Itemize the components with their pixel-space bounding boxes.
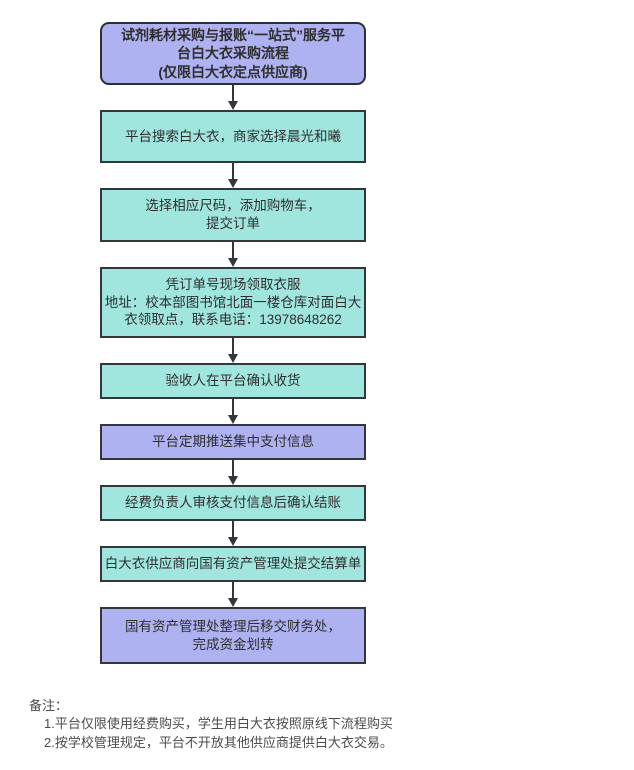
footnote-item: 2.按学校管理规定，平台不开放其他供应商提供白大衣交易。	[44, 734, 393, 750]
arrow-line	[232, 85, 234, 101]
flow-node-line: 完成资金划转	[192, 636, 274, 652]
flow-arrow-down	[100, 242, 366, 267]
arrow-head-icon	[228, 258, 238, 267]
flow-node-confirm-receipt: 验收人在平台确认收货	[100, 363, 366, 399]
flow-node-line: 衣领取点，联系电话：13978648262	[124, 312, 342, 328]
flow-arrow-down	[100, 521, 366, 546]
flow-node-title: 试剂耗材采购与报账“一站式”服务平 台白大衣采购流程 (仅限白大衣定点供应商)	[100, 22, 366, 85]
flow-node-line: 选择相应尺码，添加购物车，	[145, 198, 321, 214]
flow-node-select-size: 选择相应尺码，添加购物车， 提交订单	[100, 188, 366, 242]
flow-node-review-settle: 经费负责人审核支付信息后确认结账	[100, 485, 366, 521]
arrow-line	[232, 338, 234, 354]
flow-node-line: 白大衣供应商向国有资产管理处提交结算单	[104, 556, 362, 572]
flow-arrow-down	[100, 582, 366, 607]
arrow-head-icon	[228, 101, 238, 110]
arrow-head-icon	[228, 179, 238, 188]
flow-node-line: 验收人在平台确认收货	[165, 373, 301, 389]
arrow-line	[232, 521, 234, 537]
flow-node-line: 凭订单号现场领取衣服	[165, 276, 301, 292]
flow-node-line: 平台搜索白大衣，商家选择晨光和曦	[125, 128, 341, 144]
arrow-line	[232, 460, 234, 476]
flow-arrow-down	[100, 460, 366, 485]
footnotes: 备注： 1.平台仅限使用经费购买，学生用白大衣按照原线下流程购买 2.按学校管理…	[29, 697, 393, 752]
flow-node-line: 国有资产管理处整理后移交财务处，	[125, 618, 341, 634]
flow-arrow-down	[100, 85, 366, 110]
flow-node-title-line: (仅限白大衣定点供应商)	[158, 63, 308, 80]
flow-node-line: 经费负责人审核支付信息后确认结账	[125, 495, 341, 511]
flow-node-title-line: 台白大衣采购流程	[177, 45, 289, 62]
flow-node-line: 平台定期推送集中支付信息	[152, 434, 314, 450]
flow-node-pickup: 凭订单号现场领取衣服 地址：校本部图书馆北面一楼仓库对面白大 衣领取点，联系电话…	[100, 267, 366, 338]
arrow-head-icon	[228, 476, 238, 485]
footnote-title: 备注：	[29, 698, 69, 713]
flow-arrow-down	[100, 399, 366, 424]
flowchart: 试剂耗材采购与报账“一站式”服务平 台白大衣采购流程 (仅限白大衣定点供应商) …	[100, 22, 366, 664]
arrow-line	[232, 163, 234, 179]
flow-node-title-line: 试剂耗材采购与报账“一站式”服务平	[121, 26, 345, 43]
arrow-line	[232, 242, 234, 258]
footnote-items: 1.平台仅限使用经费购买，学生用白大衣按照原线下流程购买 2.按学校管理规定，平…	[29, 715, 393, 752]
arrow-head-icon	[228, 537, 238, 546]
flow-arrow-down	[100, 338, 366, 363]
arrow-head-icon	[228, 354, 238, 363]
arrow-head-icon	[228, 598, 238, 607]
arrow-line	[232, 399, 234, 415]
arrow-line	[232, 582, 234, 598]
flow-node-line: 提交订单	[206, 216, 260, 231]
flow-node-submit-statement: 白大衣供应商向国有资产管理处提交结算单	[100, 546, 366, 582]
arrow-head-icon	[228, 415, 238, 424]
flow-arrow-down	[100, 163, 366, 188]
flow-node-push-payment-info: 平台定期推送集中支付信息	[100, 424, 366, 460]
footnote-item: 1.平台仅限使用经费购买，学生用白大衣按照原线下流程购买	[44, 716, 393, 732]
flow-node-search-merchant: 平台搜索白大衣，商家选择晨光和曦	[100, 110, 366, 163]
flow-node-line: 地址：校本部图书馆北面一楼仓库对面白大	[104, 294, 362, 310]
flow-node-fund-transfer: 国有资产管理处整理后移交财务处， 完成资金划转	[100, 607, 366, 664]
